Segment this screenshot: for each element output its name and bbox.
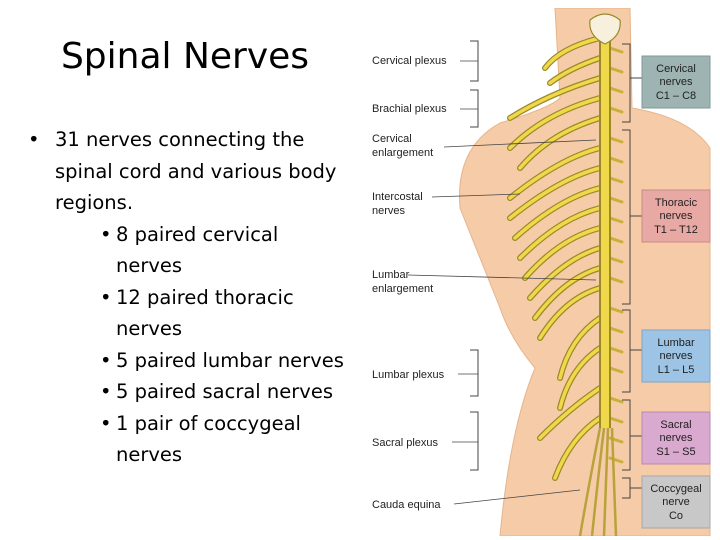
box-cervical-nerves: Cervical nerves C1 – C8 bbox=[642, 56, 710, 108]
box-lumbar-line3: L1 – L5 bbox=[658, 364, 695, 376]
box-cervical-line3: C1 – C8 bbox=[656, 90, 696, 102]
box-sacral-nerves: Sacral nerves S1 – S5 bbox=[642, 412, 710, 464]
label-intercostal-2: nerves bbox=[372, 205, 406, 217]
label-lumbar-enlargement-1: Lumbar bbox=[372, 269, 410, 281]
label-brachial-plexus: Brachial plexus bbox=[372, 103, 447, 115]
box-coccygeal-nerve: Coccygeal nerve Co bbox=[642, 476, 710, 528]
slide-title: Spinal Nerves bbox=[40, 36, 330, 77]
subbullet-lumbar: 5 paired lumbar nerves bbox=[20, 345, 345, 377]
label-cauda-equina: Cauda equina bbox=[372, 499, 441, 511]
box-coccygeal-line2: nerve bbox=[662, 496, 690, 508]
box-sacral-line1: Sacral bbox=[660, 419, 691, 431]
box-coccygeal-line3: Co bbox=[669, 510, 683, 522]
bullet-main: 31 nerves connecting the spinal cord and… bbox=[20, 124, 345, 219]
label-sacral-plexus: Sacral plexus bbox=[372, 437, 439, 449]
box-lumbar-nerves: Lumbar nerves L1 – L5 bbox=[642, 330, 710, 382]
subbullet-sacral: 5 paired sacral nerves bbox=[20, 376, 345, 408]
subbullet-thoracic: 12 paired thoracic nerves bbox=[20, 282, 345, 345]
label-cervical-enlargement-2: enlargement bbox=[372, 147, 433, 159]
bullet-list: 31 nerves connecting the spinal cord and… bbox=[20, 124, 345, 471]
box-cervical-line2: nerves bbox=[659, 76, 693, 88]
subbullet-cervical: 8 paired cervical nerves bbox=[20, 219, 345, 282]
spinal-nerves-figure: Cervical plexus Brachial plexus Cervical… bbox=[360, 8, 715, 536]
box-thoracic-line3: T1 – T12 bbox=[654, 224, 698, 236]
box-thoracic-line1: Thoracic bbox=[655, 197, 698, 209]
box-sacral-line3: S1 – S5 bbox=[656, 446, 695, 458]
subbullet-coccygeal: 1 pair of coccygeal nerves bbox=[20, 408, 345, 471]
box-sacral-line2: nerves bbox=[659, 432, 693, 444]
box-lumbar-line2: nerves bbox=[659, 350, 693, 362]
label-cervical-enlargement-1: Cervical bbox=[372, 133, 412, 145]
box-lumbar-line1: Lumbar bbox=[657, 337, 695, 349]
label-lumbar-plexus: Lumbar plexus bbox=[372, 369, 445, 381]
box-thoracic-line2: nerves bbox=[659, 210, 693, 222]
label-intercostal-1: Intercostal bbox=[372, 191, 423, 203]
label-cervical-plexus: Cervical plexus bbox=[372, 55, 447, 67]
box-thoracic-nerves: Thoracic nerves T1 – T12 bbox=[642, 190, 710, 242]
box-cervical-line1: Cervical bbox=[656, 63, 696, 75]
label-lumbar-enlargement-2: enlargement bbox=[372, 283, 433, 295]
box-coccygeal-line1: Coccygeal bbox=[650, 483, 701, 495]
